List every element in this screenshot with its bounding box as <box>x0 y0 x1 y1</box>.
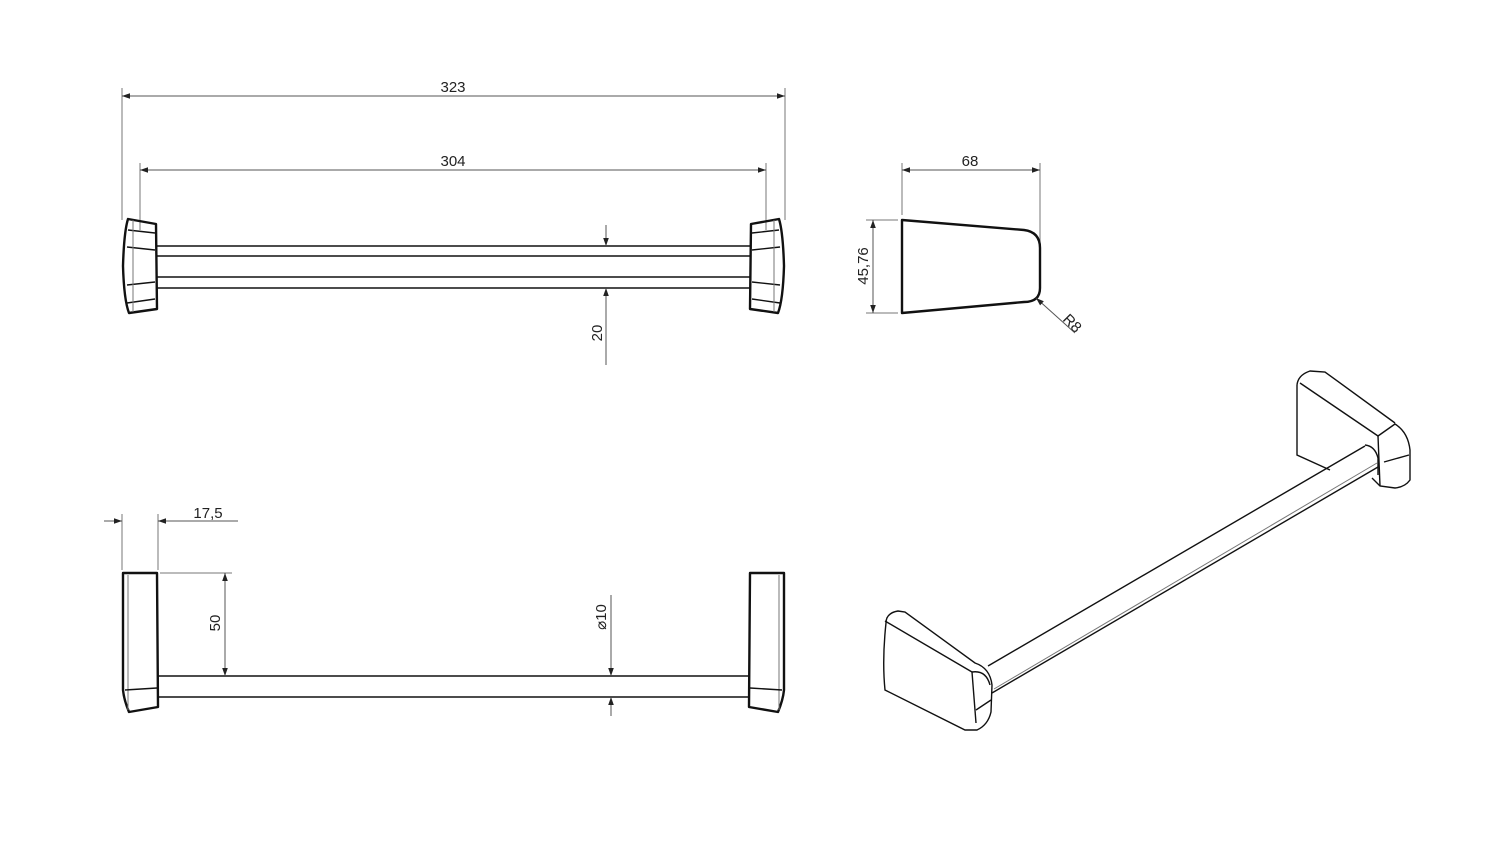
right-bracket-front <box>747 571 786 714</box>
dimension-323-label: 323 <box>440 79 465 96</box>
rod-iso <box>987 445 1379 694</box>
dimension-20-label: 20 <box>589 325 606 342</box>
left-bracket-top <box>121 217 159 315</box>
dimension-304-label: 304 <box>440 153 465 170</box>
isometric-view <box>883 370 1411 731</box>
dimension-17-5-label: 17,5 <box>193 505 222 522</box>
dimension-45-76-label: 45,76 <box>855 247 872 285</box>
dimension-r8-label: R8 <box>1059 311 1085 337</box>
left-bracket-front <box>121 571 160 714</box>
right-bracket-iso <box>1296 370 1411 489</box>
dimension-diameter-10-label: ⌀10 <box>593 604 610 630</box>
left-bracket-iso <box>883 610 993 731</box>
right-bracket-top <box>748 217 786 315</box>
bracket-profile <box>900 218 1042 315</box>
dimension-68-label: 68 <box>962 153 979 170</box>
front-view: 17,5 50 ⌀10 <box>104 505 786 716</box>
top-view: 323 304 20 <box>121 79 786 365</box>
dimension-r8 <box>1035 297 1076 334</box>
dimension-50-label: 50 <box>207 615 224 632</box>
rod-top <box>157 245 751 289</box>
side-view: 68 45,76 R8 <box>855 153 1085 336</box>
